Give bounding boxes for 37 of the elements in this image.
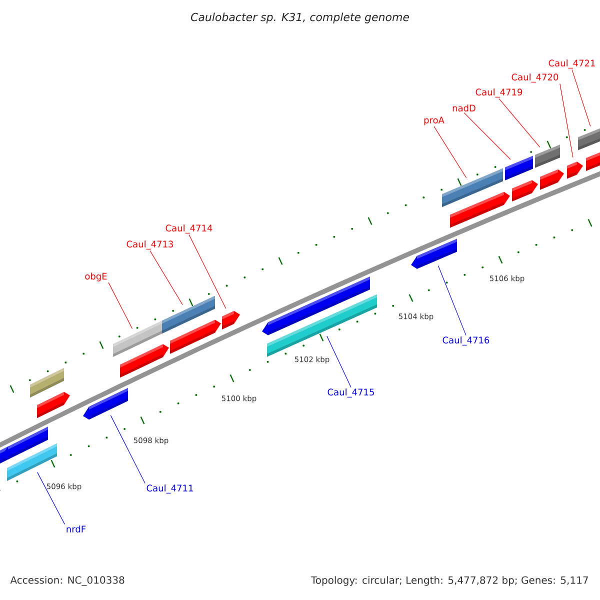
gene-label: Caul_4715 [328,388,374,398]
leader-line [498,98,540,148]
footer-text: Topology: circular; Length: 5,477,872 bp; Genes: 5,117 [310,576,588,586]
gene-bar [535,144,560,168]
gene-label: Caul_4721 [548,60,595,68]
leader-line [108,282,133,329]
gene-label: Caul_4713 [126,240,173,250]
leader-line [37,472,66,525]
gene-block [567,162,583,179]
gene-block [411,238,457,269]
leader-line [326,336,352,388]
gene-block [222,310,240,330]
gene-label: nadD [452,104,476,112]
gene-bar [505,156,533,180]
gene-label: proA [424,116,444,126]
gene-bar [113,320,162,358]
leader-line [434,126,467,178]
gene-label: nrdF [66,526,86,532]
gene-label: Caul_4719 [476,88,522,98]
footer-text: Accession: NC_010338 [10,576,124,586]
gene-label: Caul_4711 [146,484,193,494]
gene-block [83,388,128,420]
leader-line [464,112,511,160]
gene-label: Caul_4714 [166,224,212,234]
title: Caulobacter sp. K31, complete genome [191,12,409,24]
leader-line [572,69,591,127]
gene-bar [7,443,57,481]
gene-label: obgE [85,272,107,282]
gene-bar [442,168,503,208]
leader-line [188,234,226,309]
leader-line [150,250,183,306]
leader-line [438,266,466,336]
leader-line [110,415,146,484]
gene-label: Caul_4720 [512,74,558,82]
gene-bar [162,296,215,334]
gene-label: Caul_4716 [442,336,490,346]
leader-line [560,83,574,158]
